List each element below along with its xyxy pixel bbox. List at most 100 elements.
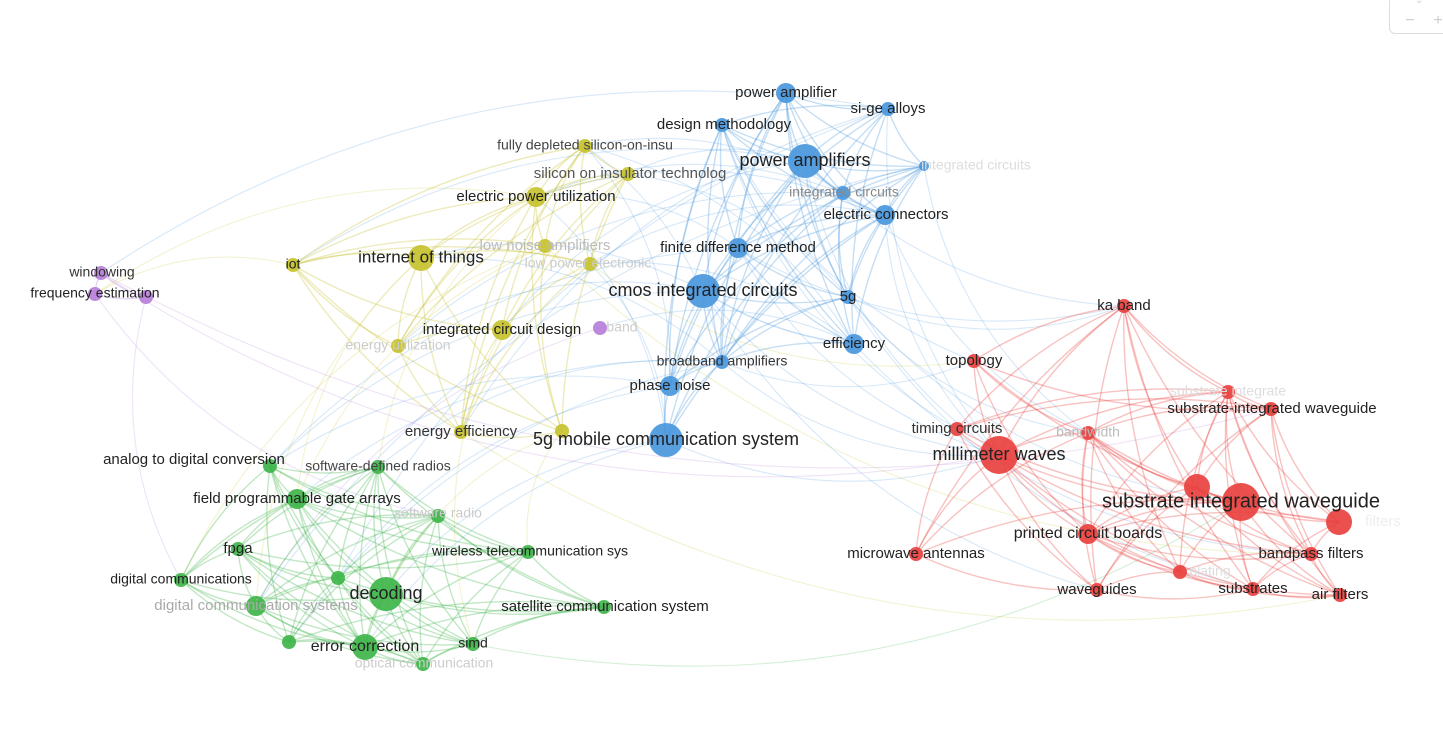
node-energy-efficiency[interactable] (454, 425, 468, 439)
node-label-optical-communication[interactable]: optical communication (355, 655, 494, 671)
node-label-finite-difference-method[interactable]: finite difference method (660, 239, 816, 256)
node-filters[interactable] (1326, 509, 1352, 535)
node-label-power-amplifier[interactable]: power amplifier (735, 84, 837, 101)
node-broadband-amplifiers[interactable] (715, 355, 729, 369)
node-energy-utilization[interactable] (391, 339, 405, 353)
node-label-bandwidth[interactable]: bandwidth (1056, 424, 1120, 440)
node-low-noise-amplifiers[interactable] (538, 239, 552, 253)
node-label-timing-circuits[interactable]: timing circuits (912, 420, 1003, 437)
node-finite-difference-method[interactable] (728, 238, 748, 258)
node-digital-communication-systems[interactable] (246, 596, 266, 616)
node-label-printed-circuit-boards[interactable]: printed circuit boards (1014, 525, 1163, 542)
node-label-windowing[interactable]: windowing (68, 264, 134, 280)
node-label-wireless-telecom[interactable]: wireless telecommunication sys (431, 543, 628, 559)
node-label-integrated-circuits-b[interactable]: integrated circuits (921, 157, 1031, 173)
node-label-field-programmable[interactable]: field programmable gate arrays (193, 490, 401, 507)
node-label-millimeter-waves[interactable]: millimeter waves (932, 444, 1065, 464)
node-label-digital-communication-systems[interactable]: digital communication systems (154, 597, 357, 614)
node-label-design-methodology[interactable]: design methodology (657, 116, 792, 133)
node-label-fully-depleted[interactable]: fully depleted silicon-on-insu (497, 137, 673, 153)
node-si-ge-alloys[interactable] (881, 102, 895, 116)
node-efficiency[interactable] (844, 334, 864, 354)
node-label-satellite-communication[interactable]: satellite communication system (501, 598, 709, 615)
node-purple-node[interactable] (139, 290, 153, 304)
node-yellow-node[interactable] (555, 424, 569, 438)
node-5g[interactable] (841, 290, 855, 304)
node-label-digital-communications[interactable]: digital communications (110, 571, 252, 587)
node-label-microwave-antennas[interactable]: microwave antennas (847, 545, 985, 562)
node-microwave-antennas[interactable] (909, 547, 923, 561)
zoom-in-button[interactable]: + (1433, 12, 1443, 29)
node-label-bandpass-filters[interactable]: bandpass filters (1258, 545, 1363, 562)
node-frequency-estimation[interactable] (88, 287, 102, 301)
node-band[interactable] (593, 321, 607, 335)
node-label-internet-of-things[interactable]: internet of things (358, 247, 484, 266)
node-label-siw-integrate[interactable]: substrate integrate (1170, 383, 1286, 399)
node-label-silicon-on-insulator[interactable]: silicon on insulator technolog (534, 165, 727, 182)
node-siw-hyphen[interactable] (1264, 402, 1278, 416)
node-fully-depleted[interactable] (578, 139, 592, 153)
node-green-node[interactable] (331, 571, 345, 585)
node-optical-communication[interactable] (416, 657, 430, 671)
node-label-filters[interactable]: filters (1365, 513, 1401, 530)
node-5g-mobile-communication-system[interactable] (649, 423, 683, 457)
node-label-decoding[interactable]: decoding (349, 583, 422, 603)
node-integrated-circuits-a[interactable] (836, 186, 850, 200)
node-power-amplifier[interactable] (776, 83, 796, 103)
node-label-ka-band[interactable]: ka band (1097, 297, 1150, 314)
node-label-topology[interactable]: topology (946, 352, 1003, 369)
node-fpga[interactable] (231, 542, 245, 556)
node-label-simd[interactable]: simd (458, 635, 488, 651)
node-power-amplifiers[interactable] (788, 144, 822, 178)
node-label-efficiency[interactable]: efficiency (823, 335, 886, 352)
node-bandwidth[interactable] (1081, 426, 1095, 440)
node-label-low-noise-amplifiers[interactable]: low noise amplifiers (480, 237, 611, 254)
node-label-siw[interactable]: substrate integrated waveguide (1102, 490, 1380, 512)
node-analog-to-digital[interactable] (263, 459, 277, 473)
node-satellite-communication[interactable] (597, 600, 611, 614)
node-label-error-correction[interactable]: error correction (311, 638, 419, 655)
node-label-si-ge-alloys[interactable]: si-ge alloys (850, 100, 925, 117)
node-label-cmos-integrated-circuits[interactable]: cmos integrated circuits (608, 280, 797, 300)
node-label-5g-mobile-communication-system[interactable]: 5g mobile communication system (533, 429, 799, 449)
node-green-node-b[interactable] (282, 635, 296, 649)
node-label-band[interactable]: band (606, 319, 637, 335)
node-label-fpga[interactable]: fpga (223, 540, 253, 557)
node-field-programmable[interactable] (287, 489, 307, 509)
node-internet-of-things[interactable] (408, 245, 434, 271)
node-label-siw-hyphen[interactable]: substrate-integrated waveguide (1167, 400, 1376, 417)
node-siw-integrate[interactable] (1221, 385, 1235, 399)
node-silicon-on-insulator[interactable] (621, 167, 635, 181)
node-label-frequency-estimation[interactable]: frequency estimation (30, 285, 159, 301)
node-substrates[interactable] (1246, 582, 1260, 596)
node-error-correction[interactable] (352, 634, 378, 660)
node-label-electric-power-utilization[interactable]: electric power utilization (456, 188, 615, 205)
node-label-5g[interactable]: 5g (840, 288, 857, 305)
node-label-plating[interactable]: plating (1189, 563, 1230, 579)
node-wireless-telecom[interactable] (521, 545, 535, 559)
node-printed-circuit-boards[interactable] (1078, 524, 1098, 544)
node-label-waveguides[interactable]: waveguides (1056, 581, 1136, 598)
node-ka-band[interactable] (1117, 299, 1131, 313)
node-digital-communications[interactable] (174, 573, 188, 587)
node-timing-circuits[interactable] (950, 422, 964, 436)
node-air-filters[interactable] (1333, 588, 1347, 602)
node-integrated-circuit-design[interactable] (492, 320, 512, 340)
node-electric-power-utilization[interactable] (526, 187, 546, 207)
node-label-air-filters[interactable]: air filters (1312, 586, 1369, 603)
node-label-phase-noise[interactable]: phase noise (630, 377, 711, 394)
node-simd[interactable] (466, 637, 480, 651)
node-label-software-defined-radios[interactable]: software-defined radios (305, 458, 451, 474)
node-electric-connectors[interactable] (875, 205, 895, 225)
node-label-integrated-circuits-a[interactable]: integrated circuits (789, 184, 899, 200)
chevron-down-icon[interactable]: ⌄ (1415, 0, 1424, 6)
node-bandpass-filters[interactable] (1304, 547, 1318, 561)
node-label-analog-to-digital[interactable]: analog to digital conversion (103, 451, 285, 468)
node-topology[interactable] (967, 354, 981, 368)
node-label-power-amplifiers[interactable]: power amplifiers (739, 150, 870, 170)
node-label-electric-connectors[interactable]: electric connectors (823, 206, 948, 223)
node-plating[interactable] (1173, 565, 1187, 579)
node-integrated-circuits-b[interactable] (919, 161, 929, 171)
node-label-energy-efficiency[interactable]: energy efficiency (405, 423, 518, 440)
